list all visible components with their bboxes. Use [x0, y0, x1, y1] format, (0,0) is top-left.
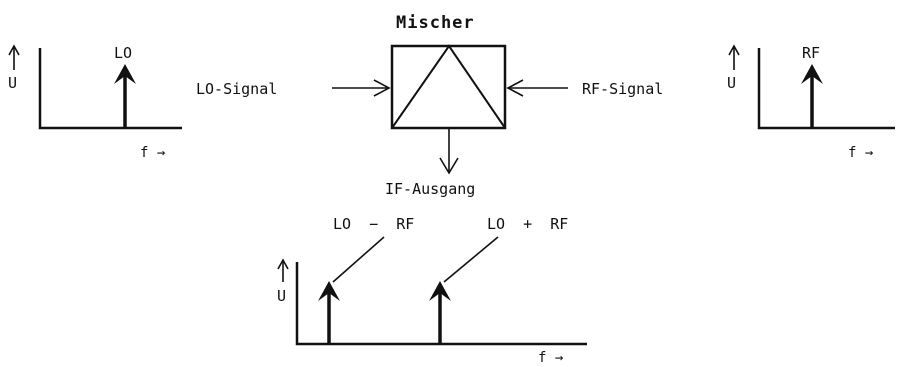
if-diff-label: LO − RF — [333, 215, 414, 233]
lo-input-arrowhead — [373, 79, 391, 97]
if-diff-arrowhead — [318, 281, 340, 301]
mixer-symbol — [391, 44, 506, 129]
if-sum-leader-line — [443, 236, 499, 283]
lo-y-axis-arrowhead — [8, 44, 20, 56]
lo-spectrum-plot: U LO f → — [8, 44, 182, 161]
rf-input-arrowhead — [506, 79, 524, 97]
lo-x-axis-label: f → — [140, 145, 165, 161]
rf-spectrum-plot: U RF f → — [727, 44, 895, 161]
rf-x-axis-label: f → — [848, 145, 873, 161]
rf-spike-arrowhead — [801, 64, 823, 84]
mixer-title: Mischer — [396, 13, 475, 33]
rf-axes — [757, 48, 895, 130]
if-sum-label: LO + RF — [487, 215, 568, 233]
rf-peak-label: RF — [802, 44, 820, 62]
if-spectrum-plot: U LO − RF LO + RF f → — [277, 215, 587, 366]
if-x-axis-label: f → — [538, 350, 563, 366]
rf-y-axis-arrowhead — [728, 44, 740, 56]
lo-peak-label: LO — [114, 44, 132, 62]
if-output-label: IF-Ausgang — [385, 180, 475, 198]
rf-signal-label: RF-Signal — [582, 80, 663, 98]
if-axes — [295, 262, 587, 346]
mixer-block: Mischer LO-Signal RF-Signal IF-Ausgang — [196, 13, 663, 198]
lo-axes — [38, 48, 182, 130]
lo-y-axis-label: U — [8, 74, 17, 92]
if-sum-arrowhead — [429, 281, 451, 301]
if-output-arrowhead — [439, 157, 459, 175]
mixer-box — [390, 44, 507, 130]
rf-y-axis-label: U — [727, 74, 736, 92]
if-y-axis-label: U — [277, 287, 286, 305]
if-y-axis-arrowhead — [277, 258, 289, 270]
if-diff-leader-line — [332, 236, 385, 283]
lo-spike-arrowhead — [114, 64, 136, 84]
lo-signal-label: LO-Signal — [196, 80, 277, 98]
